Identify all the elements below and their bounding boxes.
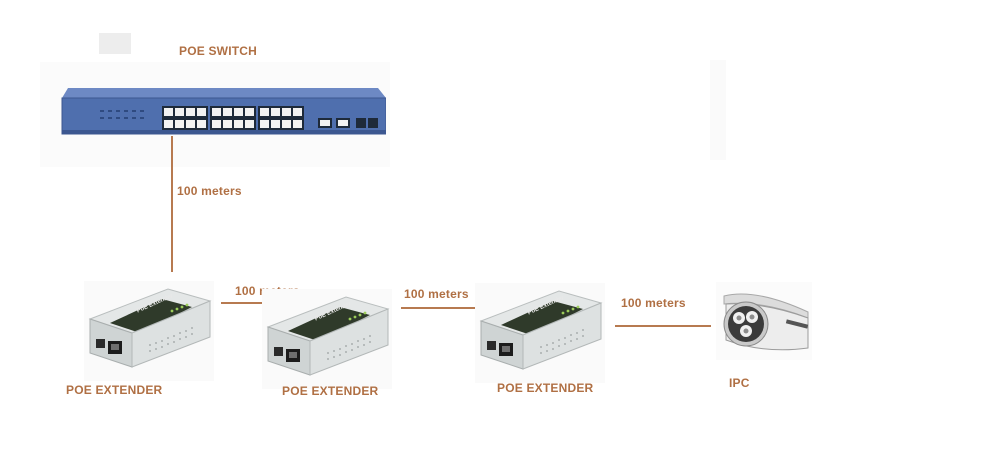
- extender-label: POE EXTENDER: [282, 384, 379, 398]
- link-distance-label: 100 meters: [621, 296, 686, 310]
- switch-label: POE SWITCH: [179, 44, 258, 58]
- link-distance-label: 100 meters: [404, 287, 469, 301]
- cable-segment: [615, 325, 711, 327]
- extender-label: POE EXTENDER: [497, 381, 594, 395]
- cable-segment: [401, 307, 497, 309]
- vertical-cable: [171, 136, 173, 272]
- cable-segment: [221, 302, 291, 304]
- poe-extender: PoE Extender: [475, 283, 605, 383]
- camera-label: IPC: [729, 376, 750, 390]
- background-patch: [710, 60, 726, 160]
- poe-extender: PoE Extender: [262, 289, 392, 389]
- poe-switch: [60, 80, 386, 136]
- poe-extender: PoE Extender: [84, 281, 214, 381]
- ip-camera: [716, 282, 812, 360]
- extender-label: POE EXTENDER: [66, 383, 163, 397]
- background-patch: [99, 33, 131, 54]
- link-distance-label: 100 meters: [177, 184, 242, 198]
